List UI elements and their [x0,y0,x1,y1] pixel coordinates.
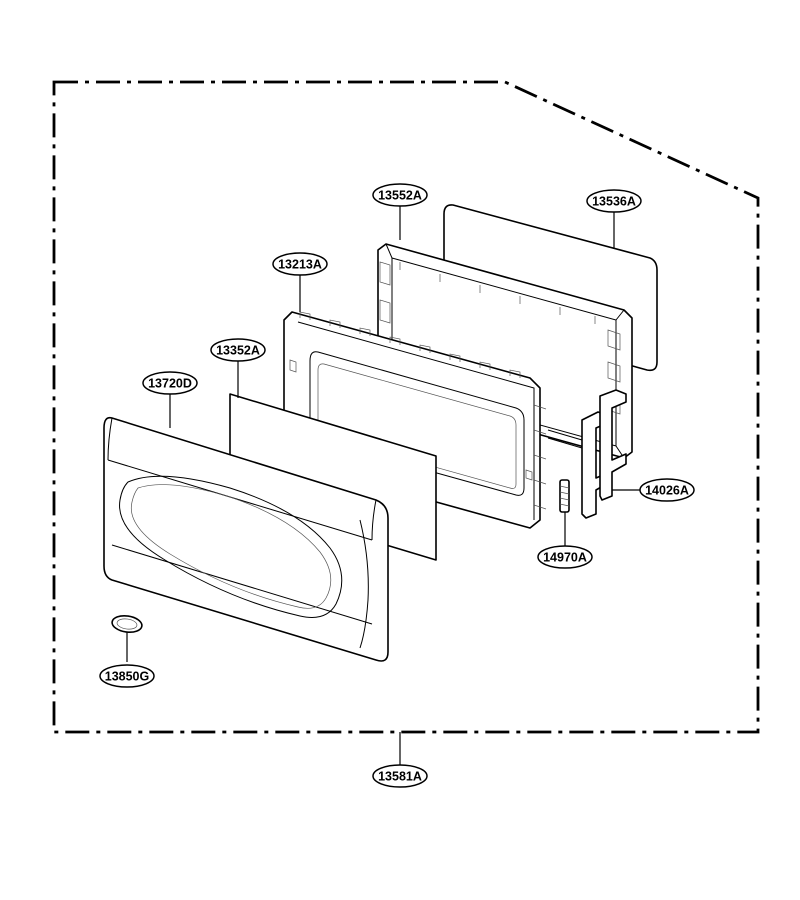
label-13581A: 13581A [372,764,428,788]
label-text: 13536A [592,195,636,209]
label-13213A: 13213A [272,252,328,276]
label-14026A: 14026A [639,478,695,502]
label-text: 13352A [216,344,260,358]
label-text: 14026A [645,484,689,498]
part-14970A-spring [559,479,570,513]
label-13536A: 13536A [586,189,642,213]
label-text: 13720D [148,377,192,391]
label-text: 13213A [278,258,322,272]
label-14970A: 14970A [537,545,593,569]
label-13850G: 13850G [99,664,155,688]
label-text: 14970A [543,551,587,565]
label-text: 13850G [105,670,149,684]
part-13720D-door [103,416,389,662]
label-13552A: 13552A [372,183,428,207]
label-text: 13581A [378,770,422,784]
leader-lines [126,206,640,765]
label-text: 13552A [378,189,422,203]
label-13352A: 13352A [210,338,266,362]
part-14026A-latch [547,389,627,519]
part-13850G-cap [111,615,143,633]
label-13720D: 13720D [142,371,198,395]
assembly-boundary [52,80,760,734]
